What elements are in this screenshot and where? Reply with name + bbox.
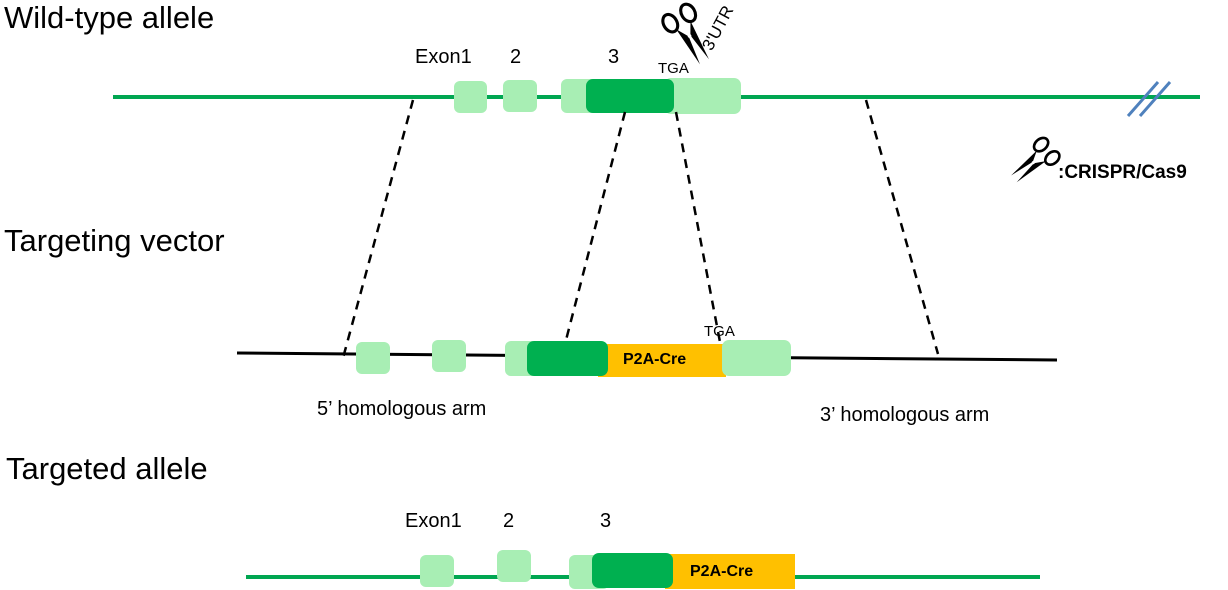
vector-3utr: [722, 340, 791, 376]
wild-type-exon2-label: 2: [510, 46, 522, 68]
crispr-cas9-legend-label: :CRISPR/Cas9: [1058, 162, 1187, 183]
wild-type-allele-title: Wild-type allele: [4, 0, 215, 35]
vector-exon3-coding-dark: [527, 341, 608, 376]
vector-p2a-cre-label: P2A-Cre: [623, 351, 687, 368]
targeted-p2a-cre-label: P2A-Cre: [690, 563, 754, 580]
targeted-exon1-label: Exon1: [405, 510, 462, 532]
vector-exon2: [432, 340, 466, 372]
wild-type-stop-codon-label: TGA: [658, 60, 689, 77]
vector-p2a-cre-cassette: [598, 344, 726, 377]
three-prime-homologous-arm-label: 3’ homologous arm: [820, 404, 990, 426]
targeting-vector-title: Targeting vector: [4, 223, 225, 258]
wild-type-exon3-coding-dark: [586, 79, 674, 113]
legend-scissors-icon: [1011, 136, 1061, 183]
wild-type-exon1-label: Exon1: [415, 46, 472, 68]
targeted-exon3-label: 3: [600, 510, 612, 532]
wild-type-exon2: [503, 80, 537, 112]
wild-type-3utr: [664, 78, 741, 114]
targeted-exon1: [420, 555, 454, 587]
five-prime-homologous-arm-label: 5’ homologous arm: [317, 398, 487, 420]
targeted-p2a-cre-cassette: [665, 554, 795, 589]
targeted-allele-title: Targeted allele: [6, 451, 208, 486]
wild-type-exon3-label: 3: [608, 46, 620, 68]
targeted-exon2-label: 2: [503, 510, 515, 532]
vector-stop-codon-label: TGA: [704, 323, 735, 340]
wild-type-exon1: [454, 81, 487, 113]
vector-exon1: [356, 342, 390, 374]
homology-dashed-lines: [341, 99, 940, 359]
targeted-exon2: [497, 550, 531, 582]
break-mark: [1126, 81, 1172, 117]
targeted-exon3-coding-dark: [592, 553, 673, 588]
scissors-icon: [661, 2, 709, 65]
